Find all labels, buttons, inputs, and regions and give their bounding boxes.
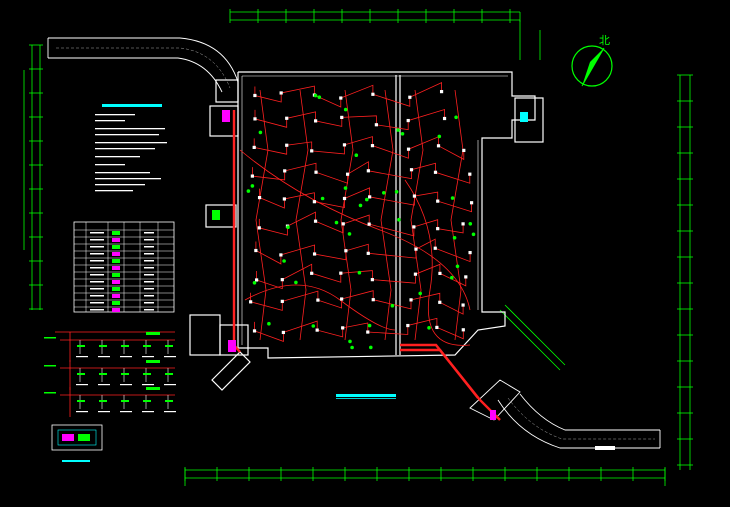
distribution-system-diagram xyxy=(44,331,176,462)
electrical-devices xyxy=(246,93,476,350)
entrance-ramp-upper-left xyxy=(47,37,239,93)
north-label: 北 xyxy=(599,34,610,47)
dimension-ticks xyxy=(29,9,693,481)
material-legend-table xyxy=(73,221,175,313)
building-outline xyxy=(189,71,544,391)
design-notes-block xyxy=(95,104,167,192)
plan-title xyxy=(336,394,396,399)
dimension-lines xyxy=(23,11,691,486)
north-arrow xyxy=(571,45,613,87)
entrance-ramp-lower-right xyxy=(469,379,661,450)
distribution-equipment xyxy=(212,110,528,420)
lighting-wiring-routes xyxy=(239,81,472,346)
